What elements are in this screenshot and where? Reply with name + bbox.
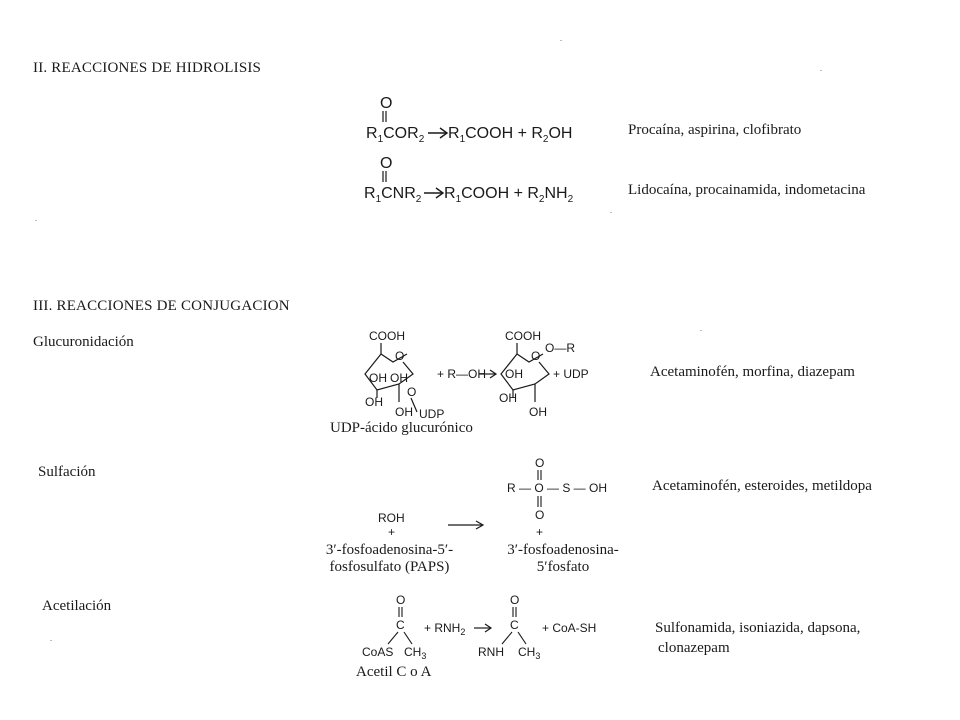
pap-line-1: 3′-fosfoadenosina- — [507, 542, 619, 558]
udp-glucuronic-acid-structure: COOH O OH OH OH O OH UDP — [364, 329, 444, 421]
cooh-group: COOH — [369, 329, 405, 343]
acetylation-drugs: Sulfonamida, isoniazida, dapsona, clonaz… — [655, 618, 860, 658]
hydroxyl: OH — [505, 367, 523, 381]
pap-line-2: 5′fosfato — [536, 559, 590, 575]
acetylation-drugs-line-1: Sulfonamida, isoniazida, dapsona, — [655, 620, 861, 636]
roh-reactant: ROH — [378, 511, 405, 525]
ring-oxygen: O — [395, 349, 404, 363]
ester-products: R1COOH + R2OH — [448, 125, 572, 145]
paps-line-2: fosfosulfato (PAPS) — [329, 559, 450, 575]
scan-speck — [820, 70, 822, 71]
reaction-arrow — [428, 127, 449, 139]
glucuronide-product-structure: COOH O O—R OH OH OH — [499, 329, 575, 419]
sulfate-oxygen: O — [535, 456, 544, 470]
sulfate-chain: R — O — S — OH — [507, 481, 607, 495]
label-sulfation: Sulfación — [38, 464, 96, 480]
label-glucuronidation: Glucuronidación — [33, 334, 134, 350]
amide-products: R1COOH + R2NH2 — [444, 185, 574, 205]
methyl-group: CH3 — [404, 645, 426, 661]
glucuronidation-drugs: Acetaminofén, morfina, diazepam — [650, 364, 855, 380]
hydroxyl: OH — [369, 371, 387, 385]
sulfation-drugs: Acetaminofén, esteroides, metildopa — [652, 478, 872, 494]
methyl-group: CH3 — [518, 645, 540, 661]
hydroxyl: OH — [390, 371, 408, 385]
carbonyl-oxygen: O — [510, 593, 519, 607]
hydroxyl: OH — [529, 405, 547, 419]
udp-group: UDP — [419, 407, 444, 421]
hydroxyl: OH — [395, 405, 413, 419]
carbonyl-oxygen: O — [380, 95, 392, 112]
reaction-arrow — [424, 187, 445, 199]
carbonyl-oxygen: O — [380, 155, 392, 172]
scan-speck — [560, 40, 562, 41]
ester-hydrolysis-equation: O R1COR2 R1COOH + R2OH — [366, 95, 572, 145]
acetamide-product-structure: O C RNH CH3 — [478, 593, 540, 661]
section-title-hydrolysis: II. REACCIONES DE HIDROLISIS — [33, 60, 262, 76]
reaction-arrow — [474, 623, 493, 633]
carbonyl-oxygen: O — [396, 593, 405, 607]
scan-speck — [700, 330, 702, 331]
plus-rnh2: + RNH2 — [424, 621, 465, 637]
acetylation-drugs-line-2: clonazepam — [658, 640, 730, 656]
acetyl-coa-structure: O C CoAS CH3 — [362, 593, 426, 661]
sulfate-ester-structure: O R — O — S — OH O + — [507, 456, 607, 539]
sulfation-equation: ROH + O R — O — S — OH O + — [378, 456, 607, 539]
sulfate-oxygen: O — [535, 508, 544, 522]
hydrolysis-ester-drugs: Procaína, aspirina, clofibrato — [628, 122, 802, 138]
paps-caption: 3′-fosfoadenosina-5′- fosfosulfato (PAPS… — [322, 542, 457, 576]
scan-speck — [50, 640, 52, 641]
udp-glucuronic-acid-caption: UDP-ácido glucurónico — [330, 420, 473, 436]
section-title-conjugation: III. REACCIONES DE CONJUGACION — [33, 298, 290, 314]
reaction-arrow — [448, 520, 485, 530]
hydrolysis-amide-drugs: Lidocaína, procainamida, indometacina — [628, 182, 866, 198]
paps-line-1: 3′-fosfoadenosina-5′- — [325, 542, 454, 558]
plus-udp: + UDP — [553, 367, 589, 381]
carbonyl-carbon: C — [396, 618, 405, 632]
glycosidic-oxygen: O — [407, 385, 416, 399]
acetyl-coa-caption: Acetil C o A — [356, 664, 432, 680]
plus-roh: + R—OH — [437, 367, 486, 381]
plus-coash: + CoA-SH — [542, 621, 596, 635]
amide-hydrolysis-equation: O R1CNR2 R1COOH + R2NH2 — [364, 155, 574, 205]
cooh-group: COOH — [505, 329, 541, 343]
label-acetylation: Acetilación — [42, 598, 112, 614]
glucuronidation-equation: COOH O OH OH OH O OH UDP + R—OH COOH O O… — [364, 329, 589, 421]
hydroxyl: OH — [499, 391, 517, 405]
scan-speck — [610, 212, 612, 213]
plus-sign: + — [536, 525, 543, 539]
plus-sign: + — [388, 525, 395, 539]
pap-caption: 3′-fosfoadenosina- 5′fosfato — [498, 542, 628, 576]
hydroxyl: OH — [365, 395, 383, 409]
o-r-group: O—R — [545, 341, 575, 355]
acetylation-equation: O C CoAS CH3 + RNH2 O C RNH CH3 + CoA-SH — [362, 593, 596, 661]
rnh-group: RNH — [478, 645, 504, 659]
scan-speck — [35, 220, 37, 221]
amide-reactant: R1CNR2 — [364, 185, 422, 205]
carbonyl-carbon: C — [510, 618, 519, 632]
ring-oxygen: O — [531, 349, 540, 363]
coas-group: CoAS — [362, 645, 393, 659]
ester-reactant: R1COR2 — [366, 125, 425, 145]
reaction-arrow — [479, 369, 498, 379]
